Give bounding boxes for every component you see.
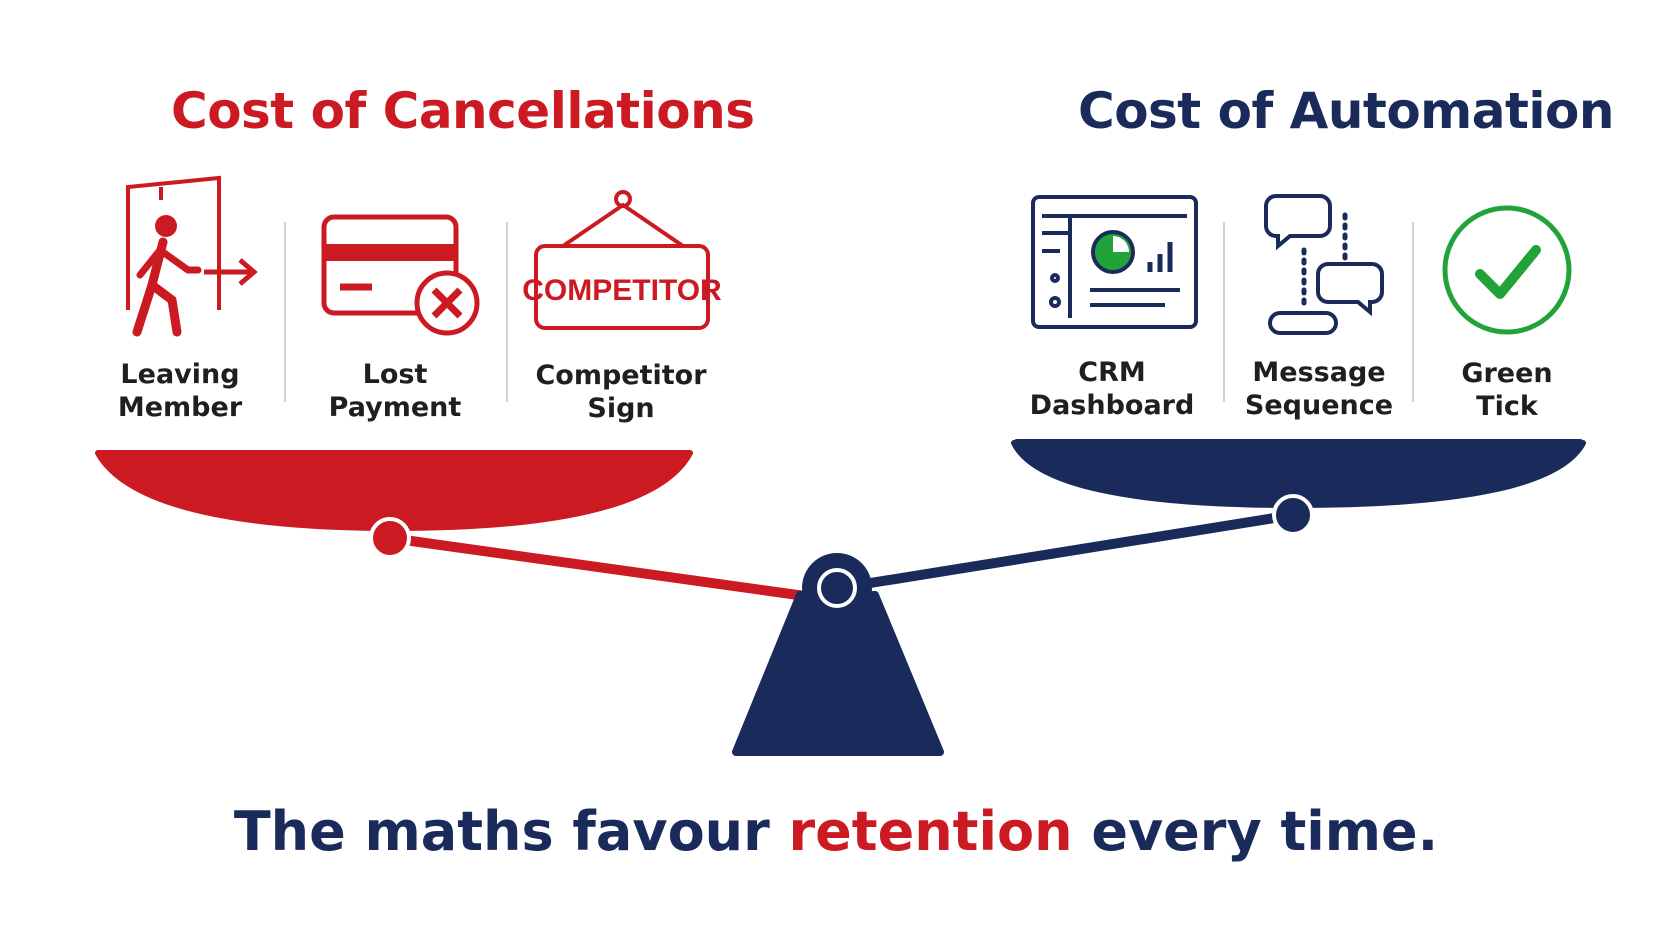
cost-of-cancellations-title: Cost of Cancellations bbox=[171, 82, 755, 140]
crm-dashboard-icon bbox=[1031, 195, 1198, 329]
beam-left bbox=[385, 533, 810, 601]
beam-right bbox=[853, 510, 1298, 590]
right-pan-joint bbox=[1272, 494, 1314, 536]
tagline-end: every time. bbox=[1072, 800, 1439, 863]
caption-leaving-member: Leaving Member bbox=[117, 359, 243, 423]
leaving-member-icon bbox=[126, 175, 258, 337]
caption-message-sequence: Message Sequence bbox=[1244, 357, 1394, 421]
competitor-sign-icon: COMPETITOR bbox=[522, 190, 722, 330]
tagline: The maths favour retention every time. bbox=[0, 800, 1672, 863]
competitor-sign-text: COMPETITOR bbox=[522, 274, 722, 307]
tagline-start: The maths favour bbox=[233, 800, 789, 863]
caption-lost-payment: Lost Payment bbox=[328, 359, 462, 423]
lost-payment-icon bbox=[321, 214, 480, 336]
caption-crm-dashboard: CRM Dashboard bbox=[1029, 357, 1195, 421]
left-pan-joint bbox=[369, 517, 411, 559]
left-pan bbox=[95, 450, 693, 531]
caption-green-tick: Green Tick bbox=[1461, 358, 1553, 422]
caption-competitor-sign: Competitor Sign bbox=[535, 360, 707, 424]
cost-of-automation-title: Cost of Automation bbox=[1078, 82, 1615, 140]
tagline-accent: retention bbox=[788, 800, 1073, 863]
green-tick-icon bbox=[1442, 205, 1572, 335]
fulcrum-pivot bbox=[802, 553, 872, 623]
message-sequence-icon bbox=[1264, 194, 1384, 335]
